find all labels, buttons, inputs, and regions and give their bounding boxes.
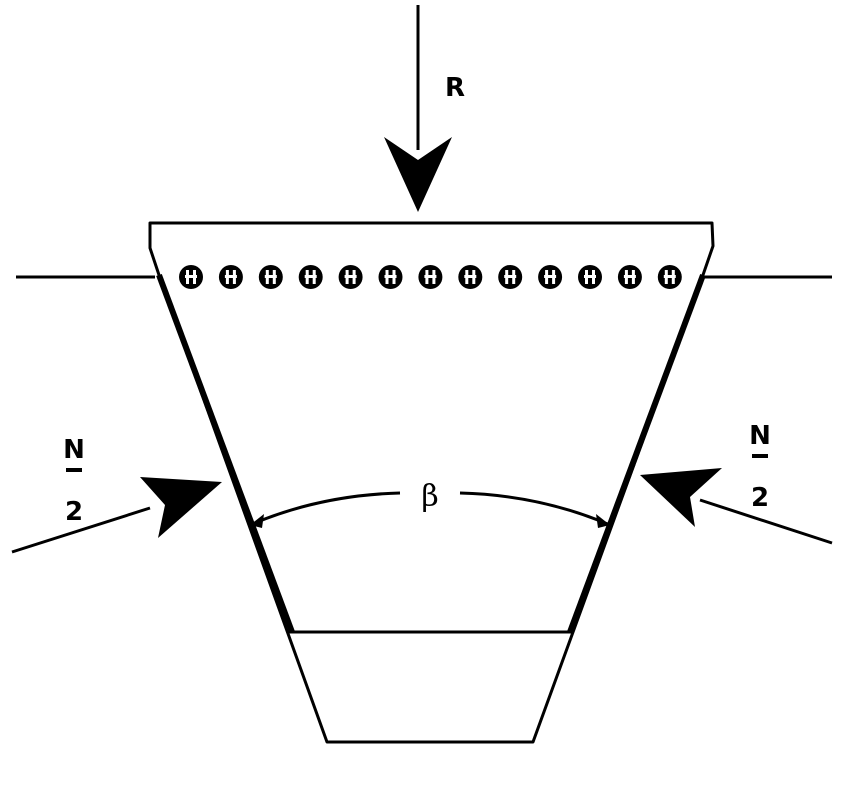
tension-cord [578, 265, 602, 289]
tension-cord [498, 265, 523, 289]
force-right-shaft [699, 498, 833, 545]
belt-flank-right [567, 273, 706, 634]
tension-cord [458, 265, 483, 289]
force-right-arrowhead [640, 468, 722, 527]
force-left-denominator: 2 [65, 497, 83, 527]
force-right-numerator: N [749, 421, 771, 451]
tension-cord [218, 265, 243, 289]
angle-beta-arc-right [459, 491, 611, 527]
force-right-denominator: 2 [751, 483, 769, 513]
angle-beta-arrow-right [596, 514, 610, 528]
tension-cord [418, 265, 443, 289]
angle-beta-label: β [421, 479, 438, 514]
tension-cord [298, 265, 323, 289]
tension-cord [258, 265, 283, 289]
force-r-arrowhead [384, 137, 452, 212]
angle-beta-arrow-left [250, 514, 264, 528]
belt-flank-left [156, 273, 295, 634]
belt-outline [148, 221, 715, 744]
tension-cord [338, 265, 363, 289]
tension-cord [378, 265, 403, 289]
tension-cord [538, 265, 563, 289]
tension-cord [617, 265, 642, 289]
tension-cord [179, 265, 203, 289]
angle-beta-arc-left [249, 491, 401, 527]
force-r-label: R [445, 73, 465, 103]
force-left-arrowhead [140, 477, 222, 538]
force-left-shaft [11, 506, 151, 554]
force-left-numerator: N [63, 435, 85, 465]
tension-cords [179, 265, 682, 289]
tension-cord [657, 265, 682, 289]
